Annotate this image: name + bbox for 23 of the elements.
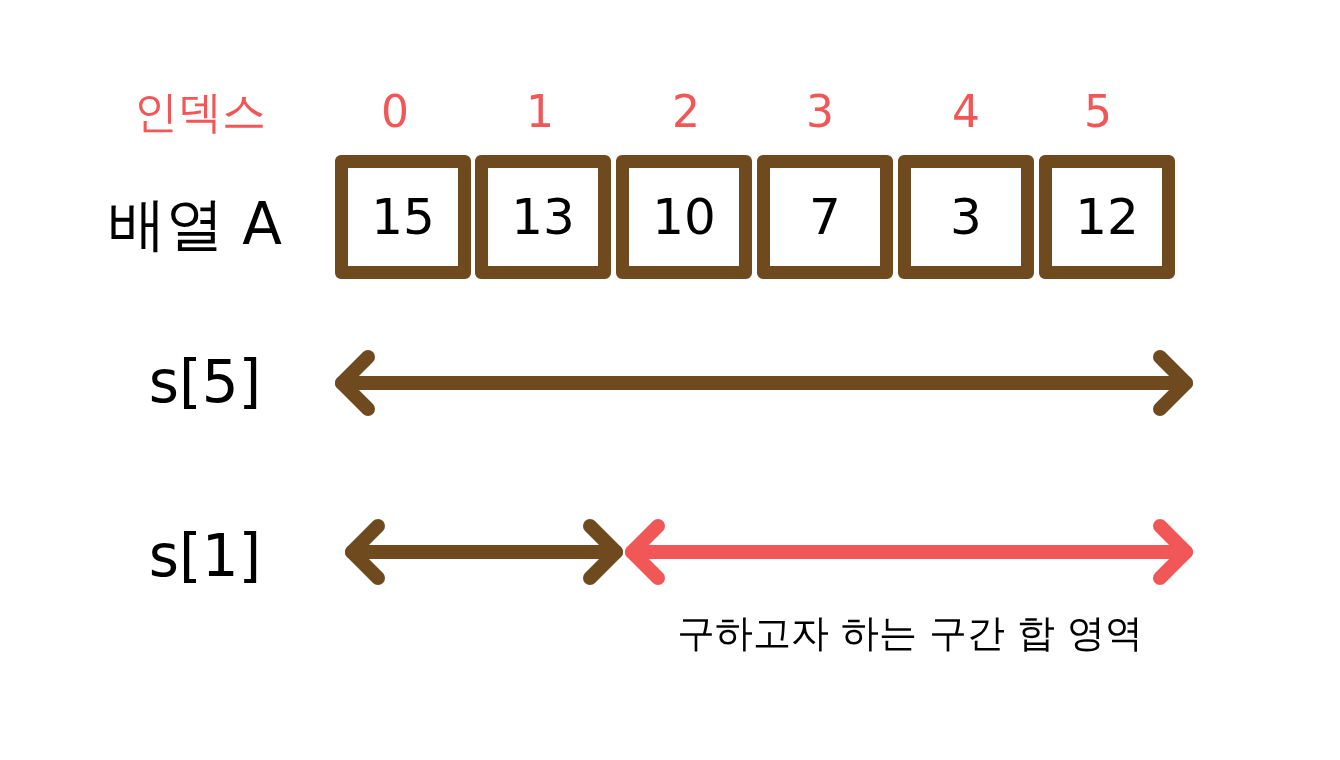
row-label: s[5] <box>147 347 263 418</box>
array-cell <box>1039 155 1175 279</box>
index-label: 3 <box>805 85 835 139</box>
index-label: 인덱스 <box>133 85 267 139</box>
cell-value: 15 <box>371 192 435 242</box>
cell-value: 12 <box>1075 192 1139 242</box>
index-label: 1 <box>525 85 555 139</box>
cell-value: 3 <box>950 192 982 242</box>
array-cell <box>475 155 611 279</box>
cell-value: 13 <box>511 192 575 242</box>
index-label: 2 <box>671 85 701 139</box>
array-cell <box>757 155 893 279</box>
row-label: s[1] <box>147 521 263 592</box>
index-label: 4 <box>951 85 981 139</box>
index-label: 5 <box>1083 85 1113 139</box>
annotation-text: 구하고자 하는 구간 합 영역 <box>675 610 1145 657</box>
array-cell <box>335 155 471 279</box>
cell-value: 7 <box>809 192 841 242</box>
cell-value: 10 <box>652 192 716 242</box>
array-cell <box>898 155 1034 279</box>
row-label: 배열 A <box>106 189 284 260</box>
index-label: 0 <box>380 85 410 139</box>
array-cell <box>616 155 752 279</box>
